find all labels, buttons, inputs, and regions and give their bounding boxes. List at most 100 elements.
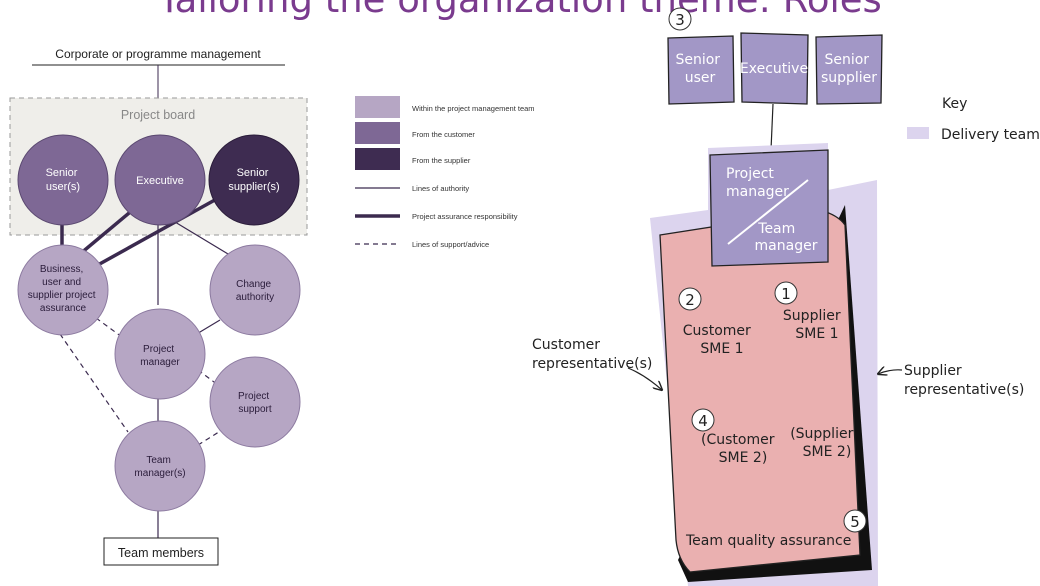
supplier-sme1-line1: Supplier bbox=[783, 308, 841, 324]
change-authority-line2: authority bbox=[236, 292, 274, 303]
pm-card-manager: manager bbox=[726, 184, 789, 200]
supplier-rep-arrow bbox=[878, 370, 903, 374]
left-org-diagram: Corporate or programme management Projec… bbox=[9, 47, 308, 566]
team-manager-line1: Team bbox=[146, 455, 170, 466]
assurance-line-exec bbox=[78, 206, 137, 256]
svg-text:Senior supplier(s): Senior supplier(s) bbox=[228, 167, 279, 193]
supplier-sme1-line2: SME 1 bbox=[795, 326, 838, 342]
senior-user-node bbox=[17, 134, 109, 226]
team-quality-assurance-label: Team quality assurance bbox=[685, 533, 851, 549]
svg-text:Customer representative(: Customer representative(s) bbox=[532, 337, 652, 372]
team-members-label: Team members bbox=[118, 546, 204, 560]
senior-user-card-line1: Senior bbox=[675, 52, 720, 68]
svg-text:(Supplier SME 2): (Supplier SME 2) bbox=[790, 426, 858, 460]
senior-supplier-line2: supplier(s) bbox=[228, 181, 279, 193]
legend-label-supplier: From the supplier bbox=[412, 156, 471, 165]
svg-text:Senior supplier: Senior supplier bbox=[821, 52, 877, 86]
svg-text:Executive: Executive bbox=[740, 61, 808, 77]
svg-text:Senior user(s): Senior user(s) bbox=[46, 167, 81, 193]
number-3-circle bbox=[668, 7, 692, 31]
team-manager-line2: manager(s) bbox=[134, 468, 185, 479]
key-label-delivery: Delivery team bbox=[941, 127, 1040, 143]
legend-label-team: Within the project management team bbox=[412, 104, 535, 113]
customer-sme1-line2: SME 1 bbox=[700, 341, 743, 357]
pm-card-team-manager: manager bbox=[755, 238, 818, 254]
board-to-pm-line bbox=[770, 103, 774, 151]
legend-swatch-supplier bbox=[355, 148, 400, 170]
svg-text:Team manager: Team manager bbox=[755, 221, 818, 254]
number-5-circle bbox=[843, 509, 867, 533]
svg-text:Project support: Project support bbox=[238, 391, 272, 415]
support-line-assurance-tm bbox=[59, 333, 129, 433]
supplier-sme2-line2: SME 2) bbox=[803, 444, 852, 460]
legend-label-customer: From the customer bbox=[412, 130, 475, 139]
svg-text:Change authority: Change authority bbox=[236, 279, 274, 303]
svg-text:(Customer SME 2): (Customer SME 2) bbox=[701, 432, 779, 466]
key-title: Key bbox=[942, 96, 967, 112]
assurance-node bbox=[17, 244, 109, 336]
svg-text:Supplier representative(: Supplier representative(s) bbox=[904, 363, 1024, 398]
legend-label-assurance: Project assurance responsibility bbox=[412, 212, 518, 221]
assurance-line4: assurance bbox=[40, 303, 87, 314]
svg-text:Executive: Executive bbox=[136, 175, 184, 187]
customer-sme1-line1: Customer bbox=[683, 323, 751, 339]
left-diagram-legend: Within the project management team From … bbox=[355, 96, 535, 249]
slide-title: Tailoring the organization theme: Roles bbox=[0, 0, 1040, 21]
senior-supplier-node bbox=[208, 134, 300, 226]
executive-card-line1: Executive bbox=[740, 61, 808, 77]
supplier-rep-line2: representative(s) bbox=[904, 382, 1024, 398]
assurance-line1: Business, bbox=[40, 264, 83, 275]
number-1: 1 bbox=[781, 285, 791, 303]
svg-text:Project manager: Project manager bbox=[726, 166, 789, 200]
support-line-assurance-pm bbox=[95, 317, 123, 338]
project-manager-node bbox=[114, 308, 206, 400]
number-3: 3 bbox=[675, 11, 685, 29]
executive-line1: Executive bbox=[136, 175, 184, 187]
number-2-circle bbox=[678, 287, 702, 311]
executive-node bbox=[114, 134, 206, 226]
customer-sme2-line2: SME 2) bbox=[719, 450, 768, 466]
assurance-line3: supplier project bbox=[28, 290, 96, 301]
corporate-management-label: Corporate or programme management bbox=[55, 47, 261, 61]
senior-user-line2: user(s) bbox=[46, 181, 80, 193]
customer-rep-line1: Customer bbox=[532, 337, 600, 353]
right-delivery-diagram: 3 Senior user Executive Senior supplier … bbox=[532, 7, 1040, 586]
project-manager-line2: manager bbox=[140, 357, 180, 368]
svg-text:Customer SME 1: Customer SME 1 bbox=[683, 323, 755, 357]
number-5: 5 bbox=[850, 513, 860, 531]
number-2: 2 bbox=[685, 291, 695, 309]
svg-text:Team manager(s): Team manager(s) bbox=[134, 455, 185, 479]
team-members-box bbox=[103, 537, 219, 566]
senior-user-card bbox=[667, 35, 735, 105]
svg-text:Business, user and: Business, user and supplier project assu… bbox=[28, 264, 99, 314]
svg-text:Project manager: Project manager bbox=[140, 344, 180, 368]
number-4: 4 bbox=[698, 412, 708, 430]
supplier-rep-line1: Supplier bbox=[904, 363, 962, 379]
legend-label-support: Lines of support/advice bbox=[412, 240, 489, 249]
legend-label-authority: Lines of authority bbox=[412, 184, 469, 193]
project-manager-card bbox=[709, 149, 829, 267]
senior-user-card-line2: user bbox=[685, 70, 716, 86]
pm-card-slash bbox=[727, 179, 809, 245]
executive-card bbox=[740, 32, 809, 105]
assurance-line2: user and bbox=[42, 277, 81, 288]
project-manager-line1: Project bbox=[143, 344, 174, 355]
support-line-tm-support bbox=[197, 429, 223, 446]
svg-text:Senior user: Senior user bbox=[675, 52, 724, 86]
pm-card-team: Team bbox=[757, 221, 795, 237]
project-support-node bbox=[209, 356, 301, 448]
supplier-sme2-line1: (Supplier bbox=[790, 426, 853, 442]
senior-supplier-card-line1: Senior bbox=[824, 52, 869, 68]
project-support-line2: support bbox=[238, 404, 272, 415]
legend-swatch-team bbox=[355, 96, 400, 118]
number-1-circle bbox=[774, 281, 798, 305]
senior-supplier-line1: Senior bbox=[237, 167, 269, 179]
customer-rep-line2: representative(s) bbox=[532, 356, 652, 372]
senior-supplier-card bbox=[815, 34, 883, 105]
customer-rep-arrow bbox=[627, 367, 662, 390]
pm-card-project: Project bbox=[726, 166, 774, 182]
number-4-circle bbox=[691, 408, 715, 432]
customer-sme2-line1: (Customer bbox=[701, 432, 775, 448]
authority-line-exec-change bbox=[174, 221, 239, 261]
